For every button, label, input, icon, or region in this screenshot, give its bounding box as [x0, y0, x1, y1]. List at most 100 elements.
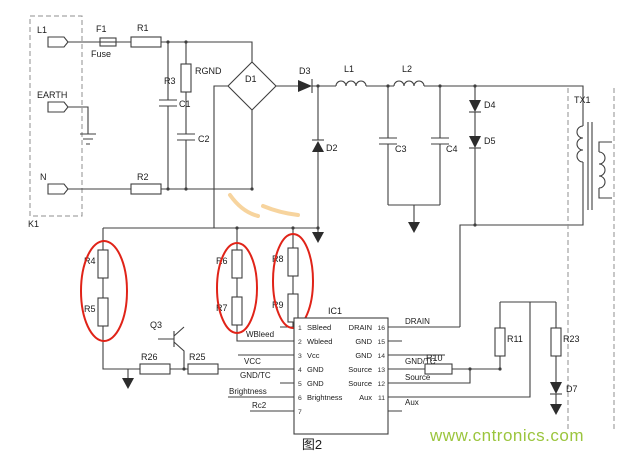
r9-resistor [287, 293, 299, 323]
r26-resistor [139, 363, 171, 375]
d4-diode [469, 100, 481, 112]
f1-label: F1 [96, 24, 107, 34]
r7-label: R7 [216, 303, 228, 313]
l2-inductor [393, 80, 425, 87]
l1-label: L1 [344, 64, 354, 74]
ic-pin-l2-name: Wbleed [307, 337, 332, 346]
rgnd-label: RGND [195, 66, 222, 76]
red-circle-r8-r9 [272, 233, 314, 329]
r2-resistor [130, 183, 162, 195]
ground-arrow-filter [408, 222, 420, 233]
r23-resistor [550, 327, 562, 357]
net-label-wbleed: WBleed [246, 330, 274, 339]
wires-mains [68, 41, 253, 228]
r4-resistor [97, 249, 109, 279]
d1-bridge-rectifier [227, 61, 277, 111]
ic-pin-l5-name: GND [307, 379, 324, 388]
divider-resistors: R4 R5 R6 R7 R8 R9 [84, 247, 299, 327]
c2-capacitor [177, 133, 195, 141]
d2-label: D2 [326, 143, 338, 153]
d2-diode [312, 141, 324, 152]
ic-pin-r16-name: DRAIN [349, 323, 372, 332]
net-label-gndtc-left: GND/TC [240, 371, 271, 380]
r8-resistor [287, 247, 299, 277]
ic-pin-r11-name: Aux [359, 393, 372, 402]
control-area: Q3 R26 R25 WBleed VCC GND/TC Brightness … [122, 320, 274, 410]
ic-pin-r14-name: GND [355, 351, 372, 360]
l2-label: L2 [402, 64, 412, 74]
net-label-aux: Aux [405, 398, 419, 407]
net-label-drain: DRAIN [405, 317, 430, 326]
q3-transistor [158, 326, 185, 369]
r5-label: R5 [84, 304, 96, 314]
ground-arrow-control [122, 378, 134, 389]
ic-pin-r12-num: 12 [377, 381, 385, 388]
r10-resistor [424, 363, 453, 375]
ic-pin-l5-num: 5 [298, 381, 302, 388]
mains-connector-block: L1 EARTH N K1 [28, 15, 96, 229]
red-circle-r6-r7 [216, 242, 258, 334]
ic-pin-r14-num: 14 [377, 353, 385, 360]
r5-resistor [97, 297, 109, 327]
r1-label: R1 [137, 23, 149, 33]
red-circle-r4-r5 [80, 240, 128, 342]
ic-pin-l1-num: 1 [298, 325, 302, 332]
ic-pin-l6-num: 6 [298, 395, 302, 402]
ic1-label: IC1 [328, 306, 342, 316]
net-label-source: Source [405, 373, 431, 382]
wires-boost [276, 85, 584, 327]
ic-pin-l3-name: Vcc [307, 351, 320, 360]
r11-resistor [494, 327, 506, 357]
c3-capacitor [379, 137, 397, 145]
r25-label: R25 [189, 352, 206, 362]
c1-label: C1 [179, 99, 191, 109]
net-label-vcc: VCC [244, 357, 261, 366]
transformer-block: TX1 [567, 88, 615, 432]
r7-resistor [231, 296, 243, 326]
r1-resistor [130, 36, 162, 48]
c4-capacitor [431, 137, 449, 145]
ic1-body [293, 317, 389, 435]
r23-label: R23 [563, 334, 580, 344]
r26-label: R26 [141, 352, 158, 362]
highlighter-mark-2 [261, 204, 300, 217]
c2-label: C2 [198, 134, 210, 144]
ic-pin-r15-name: GND [355, 337, 372, 346]
ic-pin-l6-name: Brightness [307, 393, 343, 402]
input-stage: F1 Fuse R1 R2 R3 RGND C1 C2 D1 [91, 23, 277, 195]
ic-pin-l4-num: 4 [298, 367, 302, 374]
ic-pin-r13-name: Source [348, 365, 372, 374]
ground-arrow-primary [312, 232, 324, 243]
r9-label: R9 [272, 300, 284, 310]
ic-pin-l3-num: 3 [298, 353, 302, 360]
watermark: www.cntronics.com [429, 426, 584, 445]
ic-pin-l2-num: 2 [298, 339, 302, 346]
figure-caption: 图2 [302, 437, 322, 452]
d7-diode [550, 382, 562, 394]
tx1-secondary-leads [598, 141, 612, 199]
ic-pin-l4-name: GND [307, 365, 324, 374]
ic1-block: IC1 1 SBleed 2 Wbleed 3 Vcc 4 GND 5 GND … [293, 306, 389, 435]
net-label-brightness: Brightness [229, 387, 267, 396]
net-label-rc2: Rc2 [252, 401, 267, 410]
r3-label: R3 [164, 76, 176, 86]
ic-pin-r16-num: 16 [377, 325, 385, 332]
c3-label: C3 [395, 144, 407, 154]
ic-pin-r12-name: Source [348, 379, 372, 388]
r2-label: R2 [137, 172, 149, 182]
ic-pin-l7-num: 7 [298, 409, 302, 416]
d5-diode [469, 136, 481, 148]
tx1-primary-coil [576, 125, 584, 163]
ic-pin-r15-num: 15 [377, 339, 385, 346]
terminal-neutral-label: N [40, 172, 47, 182]
red-annotation-circles [80, 233, 314, 342]
ground-arrow-d7 [550, 404, 562, 415]
tx1-secondary-coil [598, 151, 606, 189]
terminal-earth-label: EARTH [37, 90, 67, 100]
live-terminal-icon [47, 36, 69, 48]
d1-label: D1 [245, 74, 257, 84]
d3-diode [298, 80, 312, 92]
d4-label: D4 [484, 100, 496, 110]
